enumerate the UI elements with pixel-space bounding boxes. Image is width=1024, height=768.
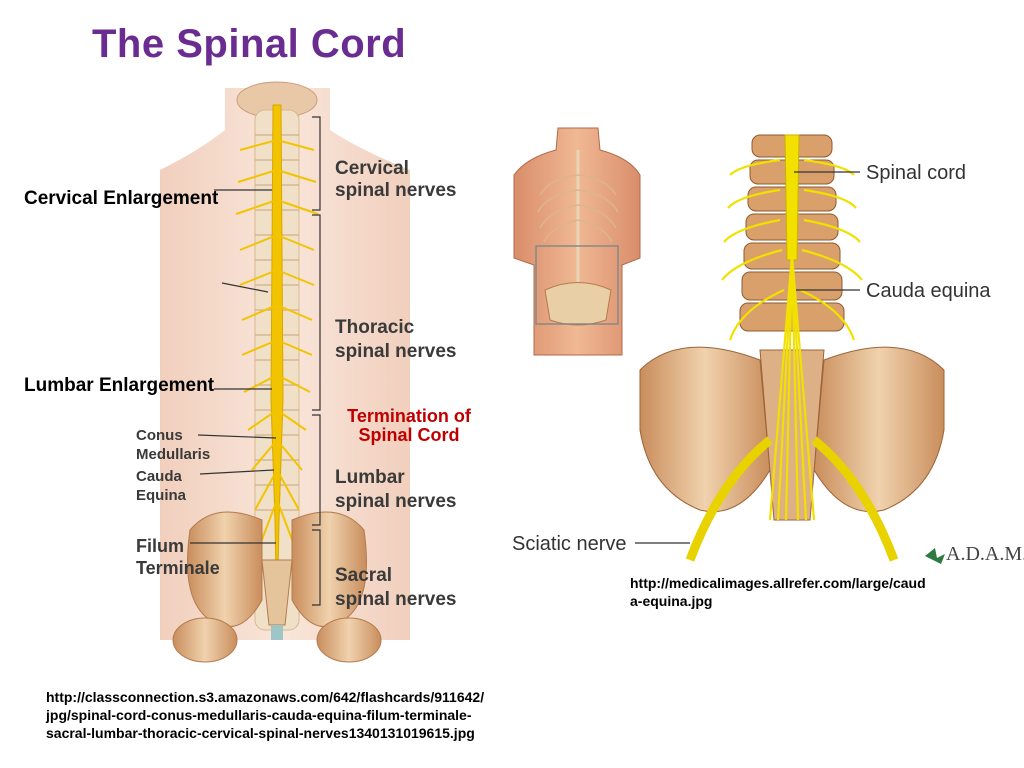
label-cervical-nerves-line2: spinal nerves — [335, 180, 457, 201]
label-lumbar-nerves-line1: Lumbar — [335, 467, 405, 488]
source-url-left-line1: http://classconnection.s3.amazonaws.com/… — [46, 689, 485, 705]
label-thoracic-nerves: Thoracic spinal nerves — [335, 316, 456, 364]
cauda-equina-illustration — [635, 134, 945, 564]
adam-logo: A.D.A.M. — [946, 543, 1024, 565]
label-cervical-nerves-line1: Cervical — [335, 158, 409, 179]
page-title: The Spinal Cord — [92, 22, 407, 66]
label-termination: Termination of Spinal Cord — [334, 407, 484, 445]
source-url-right: http://medicalimages.allrefer.com/large/… — [630, 574, 926, 610]
label-filum-terminale: Filum Terminale — [136, 535, 220, 579]
label-spinal-cord: Spinal cord — [866, 162, 967, 184]
label-filum-line2: Terminale — [136, 558, 220, 578]
source-url-left-line3: sacral-lumbar-thoracic-cervical-spinal-n… — [46, 725, 475, 741]
label-termination-line1: Termination of — [347, 406, 471, 426]
label-thoracic-nerves-line2: spinal nerves — [335, 341, 457, 362]
back-thumbnail-illustration — [513, 127, 641, 356]
label-conus-medullaris: Conus Medullaris — [136, 426, 210, 464]
label-sacral-nerves: Sacral spinal nerves — [335, 564, 456, 612]
label-conus-line1: Conus — [136, 427, 183, 444]
label-conus-line2: Medullaris — [136, 446, 211, 463]
label-lumbar-nerves-line2: spinal nerves — [335, 491, 457, 512]
label-cauda-equina-right: Cauda equina — [866, 280, 991, 302]
source-url-right-line2: a-equina.jpg — [630, 593, 713, 609]
label-cauda-line1: Cauda — [136, 468, 182, 485]
label-lumbar-enlargement: Lumbar Enlargement — [24, 375, 215, 396]
label-sacral-nerves-line1: Sacral — [335, 565, 393, 586]
left-spine-illustration — [160, 81, 410, 663]
label-sciatic-nerve: Sciatic nerve — [512, 533, 627, 555]
label-cervical-nerves: Cervical spinal nerves — [335, 158, 456, 202]
label-cauda-equina-left: Cauda Equina — [136, 467, 186, 505]
label-thoracic-nerves-line1: Thoracic — [335, 317, 415, 338]
source-url-left: http://classconnection.s3.amazonaws.com/… — [46, 688, 484, 742]
label-sacral-nerves-line2: spinal nerves — [335, 589, 457, 610]
label-cauda-line2: Equina — [136, 487, 187, 504]
source-url-left-line2: jpg/spinal-cord-conus-medullaris-cauda-e… — [46, 707, 472, 723]
label-filum-line1: Filum — [136, 536, 184, 556]
label-lumbar-nerves: Lumbar spinal nerves — [335, 466, 456, 514]
label-cervical-enlargement: Cervical Enlargement — [24, 188, 219, 209]
label-termination-line2: Spinal Cord — [358, 425, 460, 445]
source-url-right-line1: http://medicalimages.allrefer.com/large/… — [630, 575, 926, 591]
